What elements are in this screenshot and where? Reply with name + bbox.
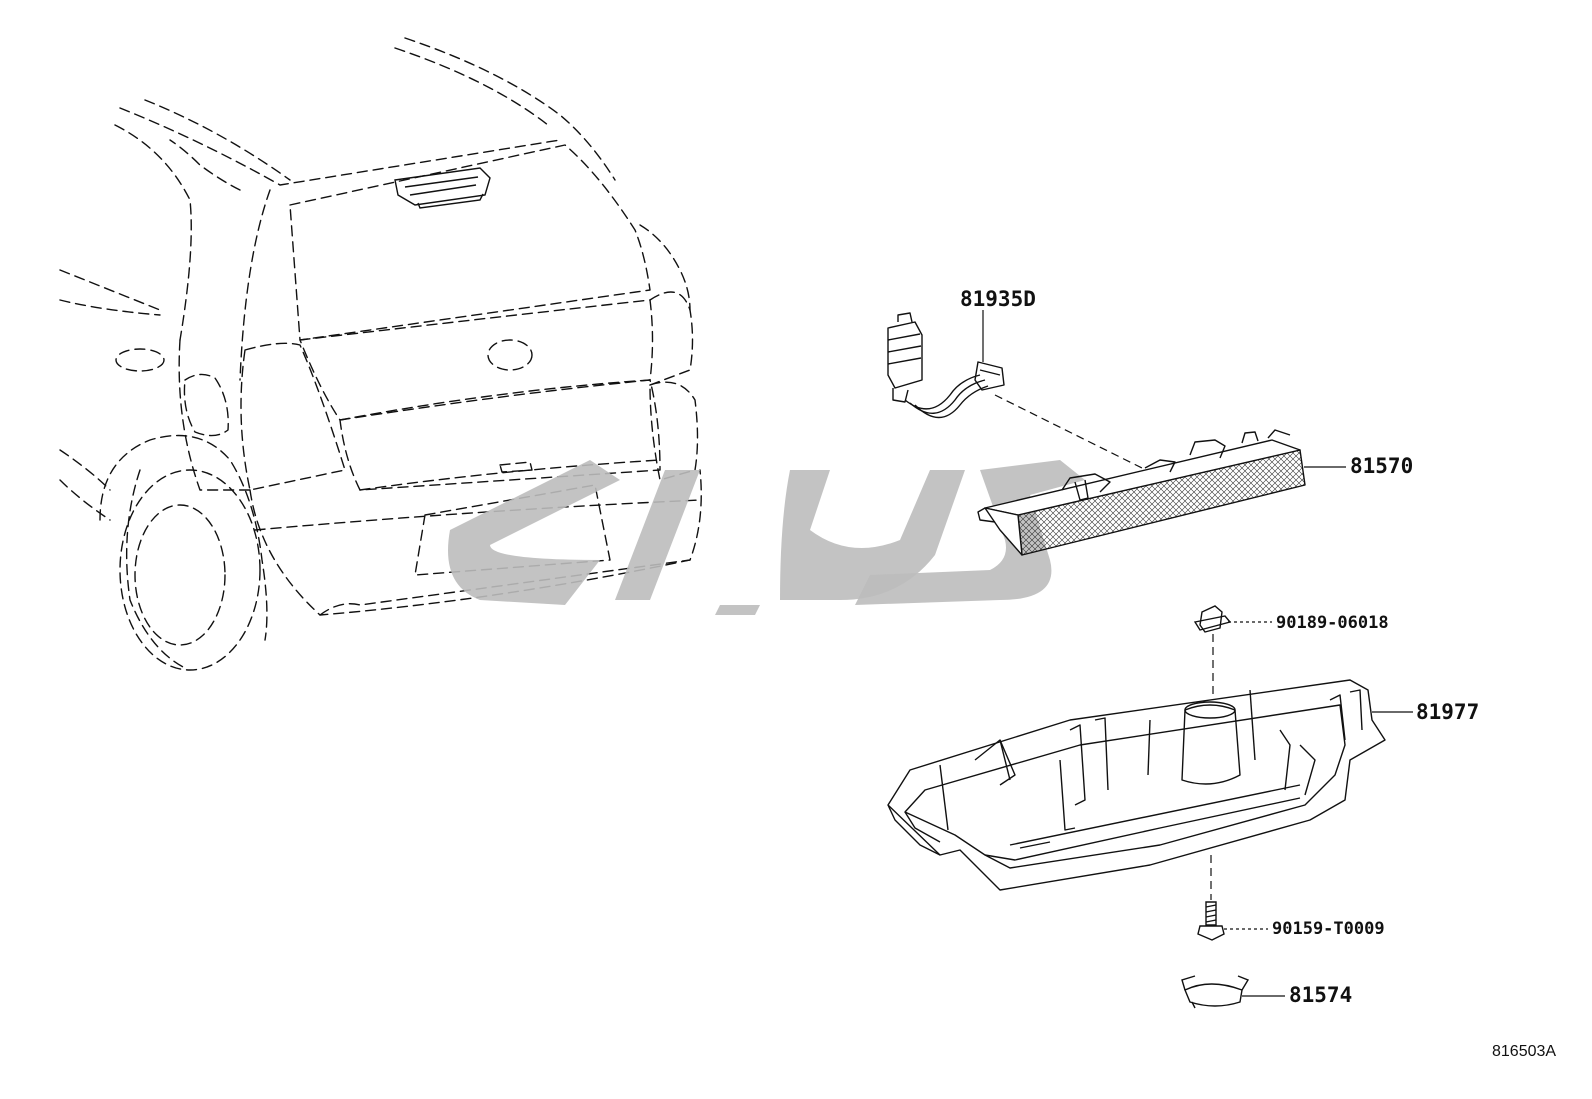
label-lamp: 81570	[1350, 454, 1413, 478]
label-cap: 81574	[1289, 983, 1352, 1007]
label-screw: 90159-T0009	[1272, 919, 1385, 939]
label-harness: 81935D	[960, 287, 1036, 311]
screw-90159-T0009	[1197, 901, 1225, 941]
vehicle-stop-lamp	[394, 167, 491, 209]
vehicle-outline	[59, 37, 702, 671]
label-cover: 81977	[1416, 700, 1479, 724]
clip-90189-06018	[1193, 605, 1232, 633]
wire-harness-81935D	[887, 312, 1005, 419]
diagram-code: 816503A	[1492, 1043, 1556, 1060]
assembly-dashed-harness	[994, 394, 1143, 469]
label-clip: 90189-06018	[1276, 613, 1389, 633]
cover-81977	[887, 679, 1386, 891]
watermark-logo	[448, 460, 1085, 615]
cap-81574	[1181, 975, 1250, 1009]
stop-lamp-81570	[977, 429, 1306, 556]
